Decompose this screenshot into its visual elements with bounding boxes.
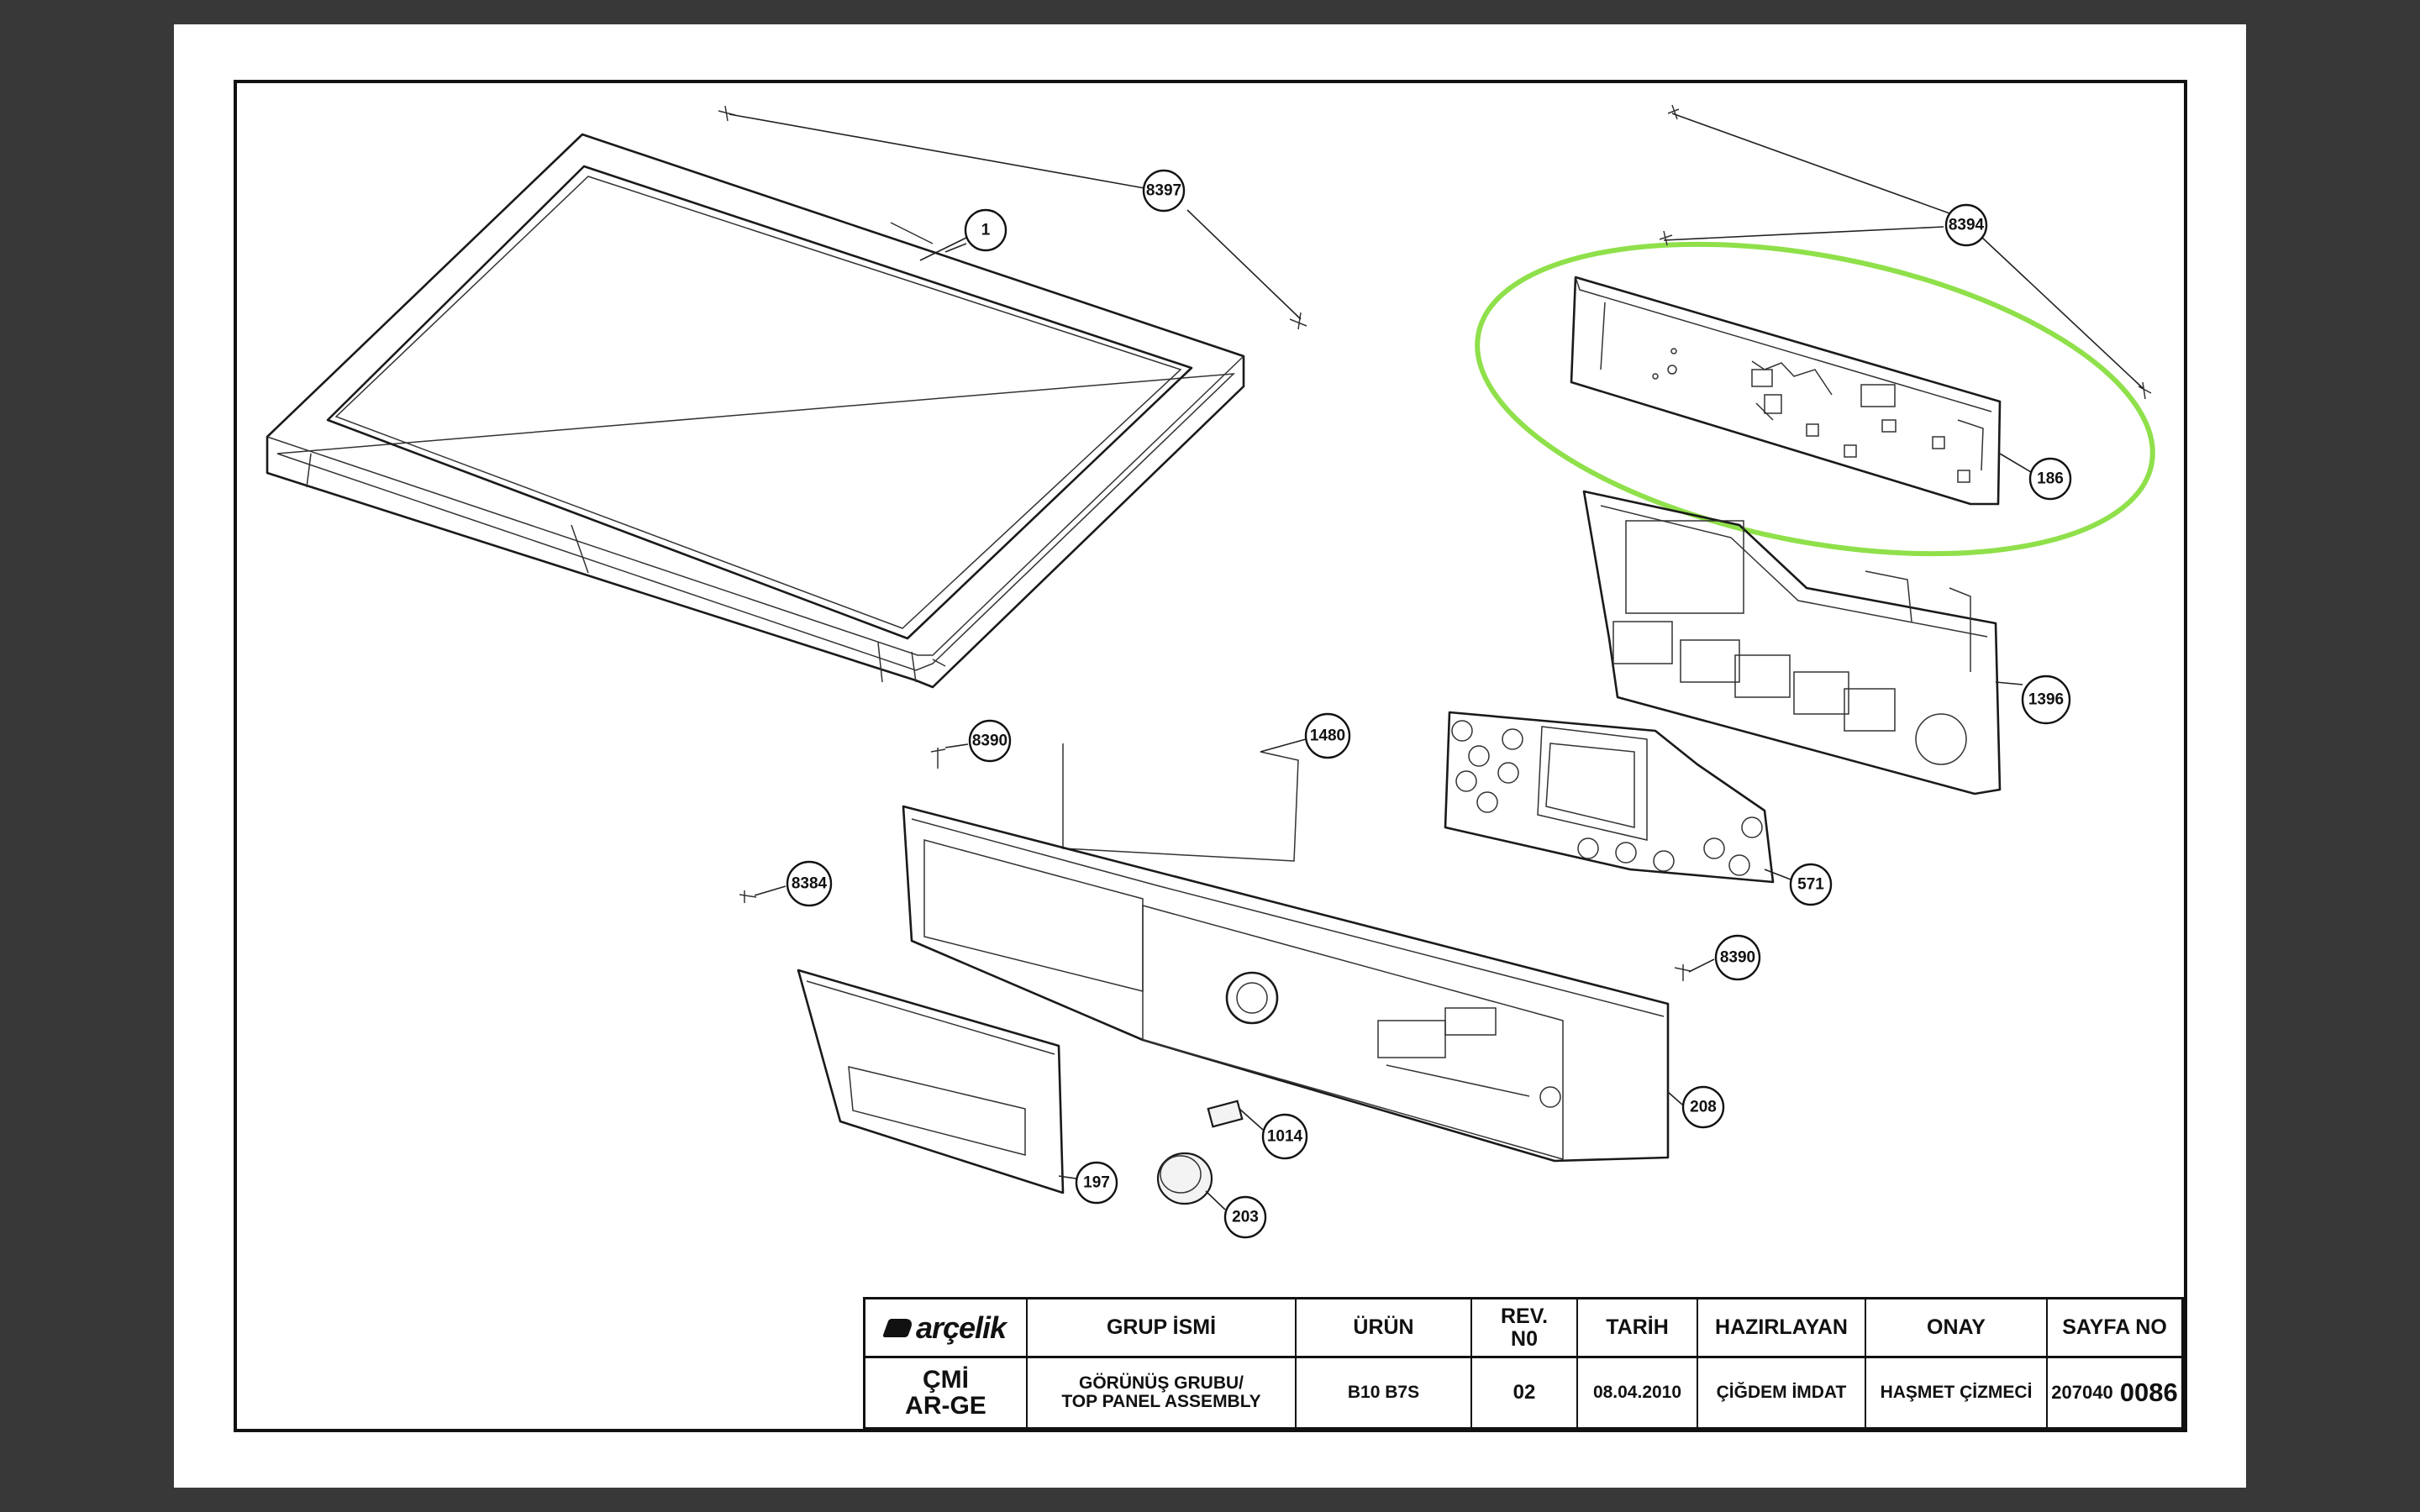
callout-8384: 8384 (786, 860, 833, 907)
callout-1: 1 (964, 208, 1007, 252)
control-board-part (1570, 276, 2002, 506)
prepared-by-value: ÇİĞDEM İMDAT (1698, 1358, 1866, 1427)
callout-8390-right: 8390 (1714, 934, 1761, 981)
screw-parts (718, 104, 2152, 981)
svg-text:1480: 1480 (1310, 727, 1345, 745)
program-knob-part (1156, 1152, 1213, 1205)
approved-by-value: HAŞMET ÇİZMECİ (1866, 1358, 2048, 1427)
department-line2: AR-GE (905, 1392, 986, 1420)
drawing-frame (234, 80, 2187, 1432)
svg-text:8397: 8397 (1146, 182, 1181, 200)
callout-208: 208 (1681, 1085, 1725, 1129)
brand-name: arçelik (915, 1310, 1007, 1345)
wire-bracket-part (1062, 743, 1299, 862)
header-approved-by: ONAY (1866, 1299, 2048, 1358)
callout-203: 203 (1223, 1195, 1267, 1239)
svg-text:1014: 1014 (1267, 1128, 1303, 1146)
arcelik-logo-icon (881, 1318, 914, 1337)
brand-logo-cell: arçelik (865, 1299, 1028, 1358)
callout-8394: 8394 (1944, 203, 1988, 247)
leader-lines (729, 113, 2144, 1210)
svg-text:197: 197 (1083, 1174, 1110, 1192)
page-no-suffix: 0086 (2119, 1378, 2178, 1407)
department-line1: ÇMİ (923, 1365, 969, 1394)
svg-text:8390: 8390 (972, 732, 1007, 750)
rev-no-value: 02 (1472, 1358, 1578, 1427)
date-value: 08.04.2010 (1578, 1358, 1698, 1427)
drawing-sheet (174, 24, 2246, 1488)
front-control-panel-part (902, 805, 1670, 1163)
callout-1480: 1480 (1304, 712, 1351, 759)
callout-571: 571 (1789, 863, 1833, 906)
header-date: TARİH (1578, 1299, 1698, 1358)
page-no-value: 207040 0086 (2048, 1358, 2181, 1427)
header-group-name: GRUP İSMİ (1028, 1299, 1297, 1358)
svg-text:208: 208 (1690, 1099, 1717, 1116)
callout-8397: 8397 (1142, 169, 1186, 213)
header-prepared-by: HAZIRLAYAN (1698, 1299, 1866, 1358)
svg-text:1: 1 (981, 222, 991, 239)
knob-shaft-part (1207, 1100, 1244, 1128)
header-rev-no: REV. N0 (1472, 1299, 1578, 1358)
svg-text:571: 571 (1797, 876, 1824, 894)
top-lid-part (266, 133, 1245, 689)
button-frame-part (1444, 711, 1775, 884)
header-page-no: SAYFA NO (2048, 1299, 2181, 1358)
callout-197: 197 (1075, 1161, 1118, 1205)
callout-8390-top: 8390 (968, 719, 1012, 763)
svg-text:1396: 1396 (2028, 691, 2064, 709)
svg-text:186: 186 (2037, 470, 2064, 488)
group-name-line1: GÖRÜNÜŞ GRUBU/ (1078, 1373, 1244, 1393)
title-block: arçelik GRUP İSMİ ÜRÜN REV. N0 TARİH HAZ… (863, 1297, 2184, 1430)
svg-text:8390: 8390 (1720, 949, 1755, 967)
callout-1396: 1396 (2021, 675, 2071, 725)
department-cell: ÇMİ AR-GE (865, 1358, 1028, 1427)
header-product: ÜRÜN (1297, 1299, 1472, 1358)
group-name-line2: TOP PANEL ASSEMBLY (1061, 1392, 1261, 1411)
header-rev-no-line2: N0 (1511, 1326, 1538, 1351)
button-holder-part (1582, 490, 2002, 795)
header-rev-no-line1: REV. (1500, 1305, 1549, 1329)
svg-text:203: 203 (1232, 1209, 1259, 1226)
svg-text:8394: 8394 (1949, 217, 1985, 234)
callout-186: 186 (2028, 457, 2072, 501)
group-name-value: GÖRÜNÜŞ GRUBU/ TOP PANEL ASSEMBLY (1028, 1358, 1297, 1427)
svg-text:8384: 8384 (792, 875, 828, 893)
highlight-ellipse (1475, 241, 2155, 557)
product-value: B10 B7S (1297, 1358, 1472, 1427)
page-no-prefix: 207040 (2051, 1382, 2113, 1403)
detergent-drawer-part (797, 969, 1065, 1194)
callout-1014: 1014 (1261, 1113, 1308, 1160)
